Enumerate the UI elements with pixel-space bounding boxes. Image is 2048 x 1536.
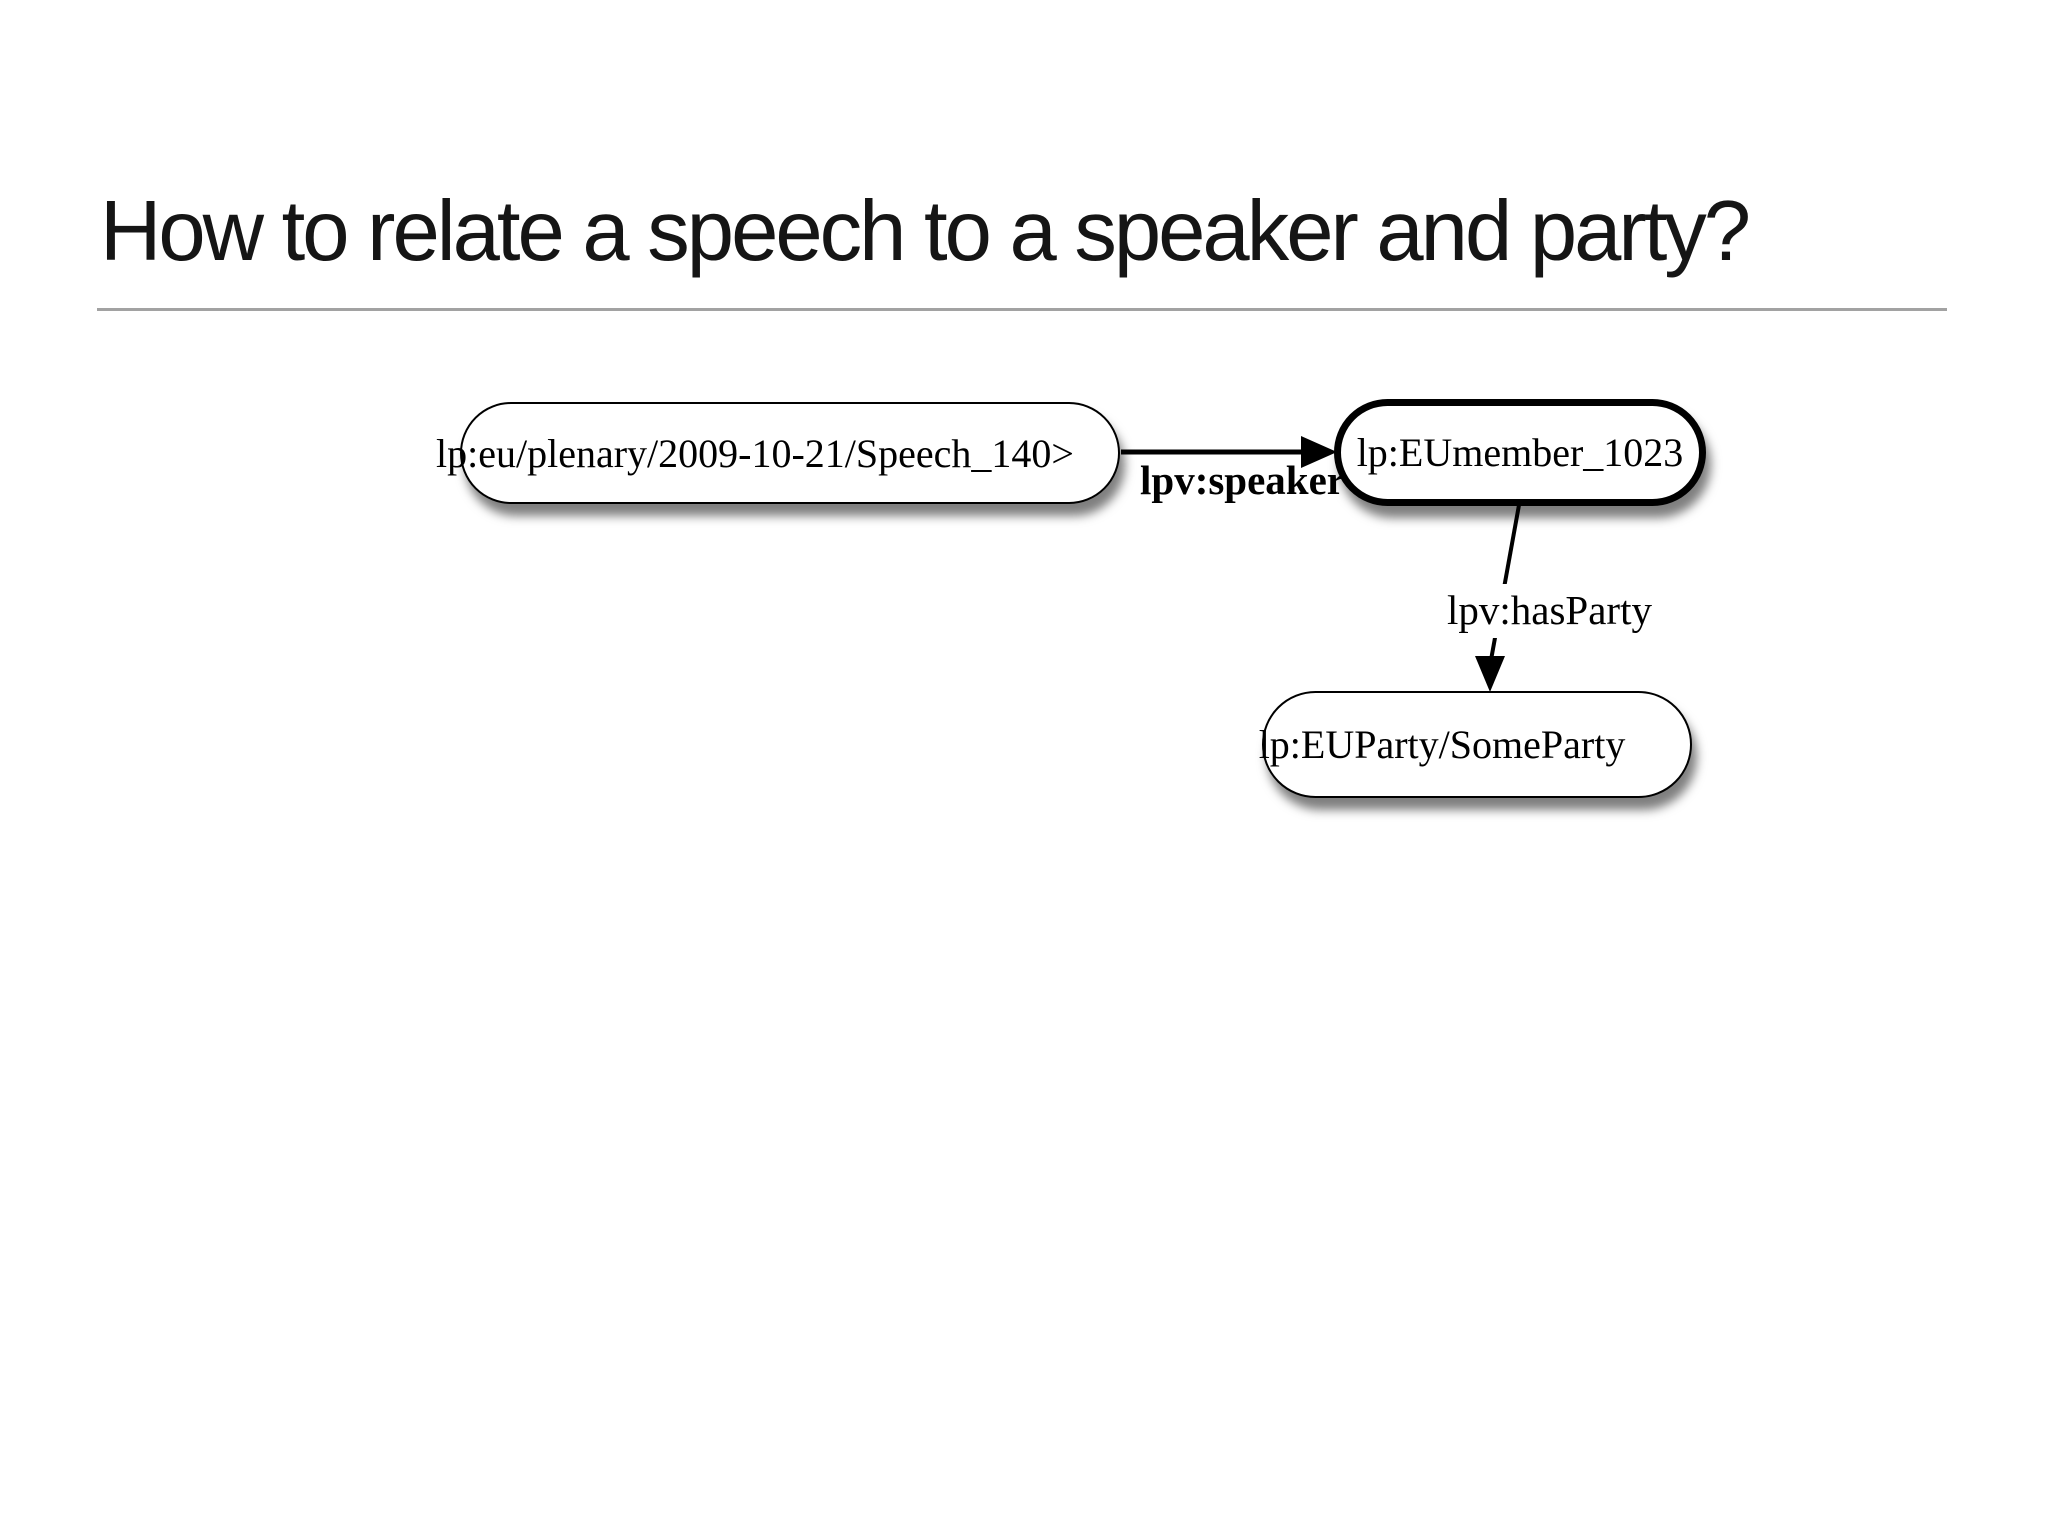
node-speech: lp:eu/plenary/2009-10-21/Speech_140> [436, 402, 1120, 504]
title-divider [97, 308, 1947, 311]
node-eumember-label: lp:EUmember_1023 [1356, 430, 1684, 475]
page-title: How to relate a speech to a speaker and … [100, 183, 1751, 279]
node-euparty-label: lp:EUParty/SomeParty [1258, 722, 1626, 767]
edge-label-speaker: lpv:speaker [1140, 457, 1345, 503]
node-speech-label: lp:eu/plenary/2009-10-21/Speech_140> [436, 430, 1074, 476]
edge-label-hasparty: lpv:hasParty [1437, 584, 1662, 638]
node-euparty: lp:EUParty/SomeParty [1258, 691, 1692, 798]
node-eumember: lp:EUmember_1023 [1334, 399, 1706, 506]
hasparty-arrowhead-icon [1475, 656, 1505, 692]
